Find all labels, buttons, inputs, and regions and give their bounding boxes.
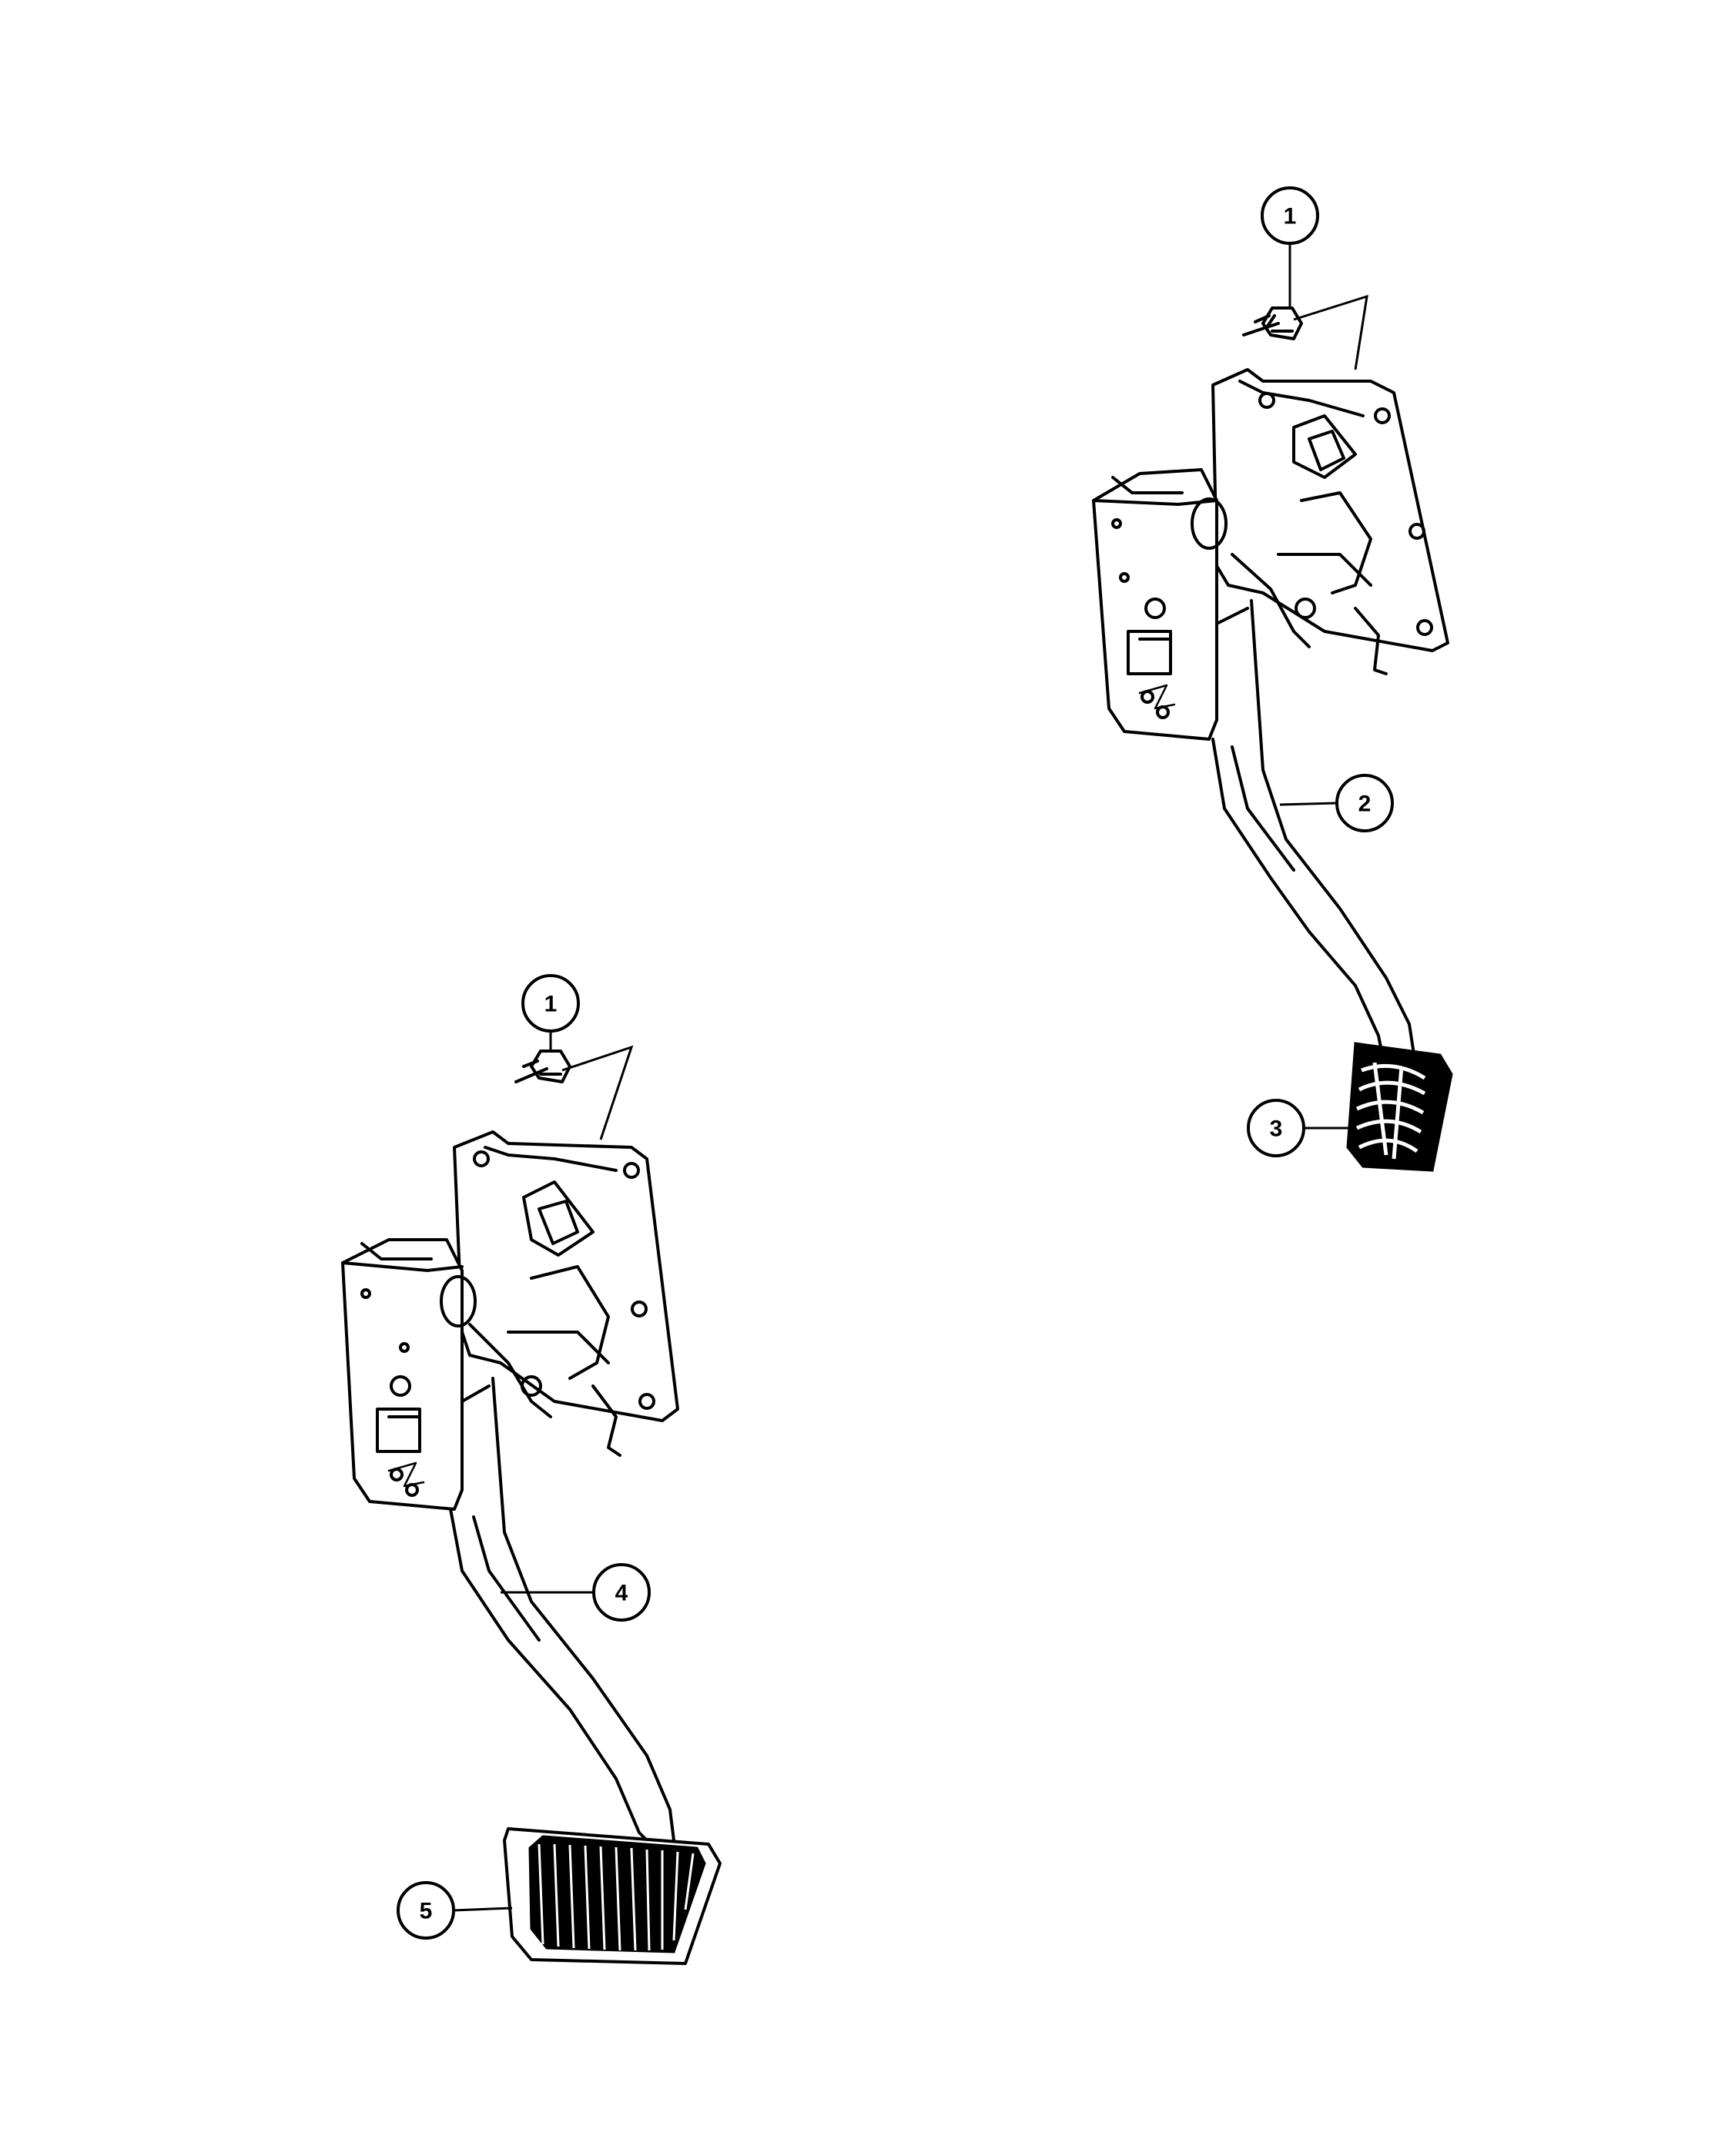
pivot-housing-upper [1092, 468, 1228, 741]
clutch-pedal-pad [1346, 1042, 1453, 1172]
callout-1-bottom: 1 [521, 974, 580, 1033]
clutch-pedal-assembly [1092, 306, 1453, 1172]
callout-4: 4 [592, 1563, 651, 1622]
callout-label: 2 [1358, 792, 1372, 817]
pedal-bracket-upper [1211, 368, 1449, 675]
callout-2: 2 [1335, 774, 1394, 832]
brake-pedal-pad [503, 1827, 722, 1965]
callout-label: 5 [420, 1899, 433, 1924]
callout-label: 3 [1270, 1116, 1283, 1142]
clutch-pedal-arm [1211, 599, 1419, 1076]
callout-leaders [453, 243, 1368, 1912]
callout-5: 5 [397, 1881, 455, 1940]
callout-label: 1 [544, 992, 558, 1017]
pedal-bracket-lower [453, 1130, 679, 1457]
callout-3: 3 [1247, 1099, 1305, 1157]
callout-label: 1 [1284, 204, 1297, 229]
nut-lower [514, 1050, 571, 1083]
nut-upper [1242, 306, 1303, 340]
callout-label: 4 [615, 1581, 628, 1606]
callout-1-top: 1 [1261, 186, 1319, 245]
pivot-housing-lower [341, 1238, 477, 1511]
brake-pedal-assembly [341, 1050, 722, 1965]
brake-pedal-arm [449, 1377, 675, 1842]
